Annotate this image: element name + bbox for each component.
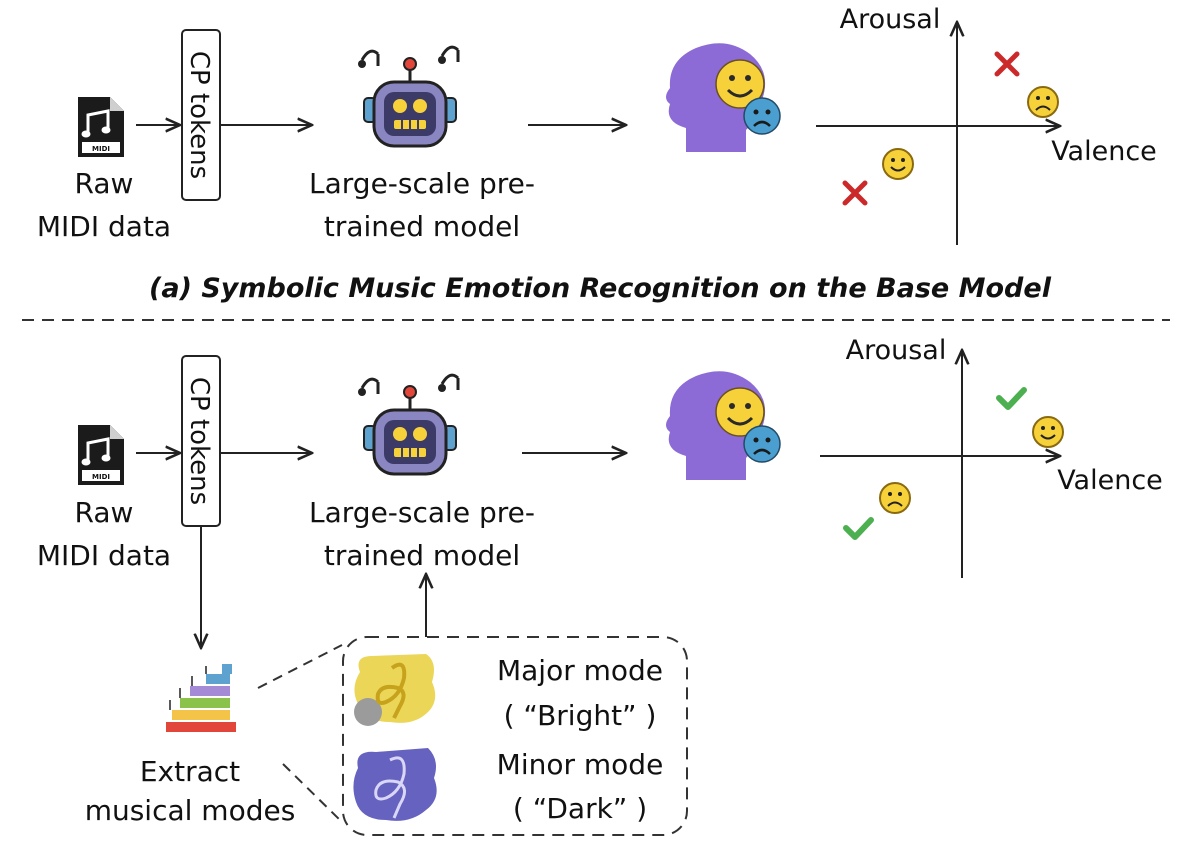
minor-mode-label: Minor mode <box>497 748 664 781</box>
head-emotion-icon <box>664 369 782 482</box>
staircase-icon <box>166 664 236 732</box>
major-mode-icon <box>354 654 436 726</box>
input-label: MIDI data <box>37 210 171 243</box>
model-label: trained model <box>324 210 520 243</box>
axis-label-x: Valence <box>1051 136 1157 167</box>
token-box <box>181 29 221 201</box>
sad-face-icon <box>1027 86 1059 118</box>
token-label: CP tokens <box>184 377 214 505</box>
minor-mode-icon <box>353 748 437 821</box>
midi-file-badge: MIDI <box>92 473 110 481</box>
head-emotion-icon <box>664 41 782 154</box>
zoom-line <box>282 763 343 823</box>
check-icon <box>999 390 1024 407</box>
input-label: Raw <box>75 496 134 529</box>
cross-icon <box>997 54 1017 74</box>
axis-label-x: Valence <box>1057 465 1163 496</box>
emotion-plane: Arousal Valence <box>820 335 1163 578</box>
zoom-line <box>257 644 343 689</box>
extract-label: musical modes <box>85 794 296 827</box>
major-mode-label: Major mode <box>497 654 663 687</box>
axis-label-y: Arousal <box>846 335 947 366</box>
check-icon <box>846 520 871 537</box>
panel-a: MIDI Raw MIDI data CP tokens Large-scale… <box>37 4 1157 245</box>
model-label: Large-scale pre- <box>309 167 535 200</box>
minor-mode-label: ( “Dark” ) <box>513 792 647 825</box>
axis-label-y: Arousal <box>840 4 941 35</box>
robot-icon <box>356 373 460 476</box>
happy-face-icon <box>882 148 914 180</box>
model-label: trained model <box>324 539 520 572</box>
model-label: Large-scale pre- <box>309 496 535 529</box>
extract-label: Extract <box>140 755 240 788</box>
mode-box <box>342 636 688 836</box>
midi-file-badge: MIDI <box>92 145 110 153</box>
input-label: Raw <box>75 167 134 200</box>
emotion-plane: Arousal Valence <box>816 4 1157 245</box>
sad-face-icon <box>879 482 911 514</box>
token-label: CP tokens <box>184 51 214 179</box>
caption-a: (a) Symbolic Music Emotion Recognition o… <box>149 273 1052 304</box>
happy-face-icon <box>1032 416 1064 448</box>
panel-b: MIDI Raw MIDI data CP tokens Large-scale… <box>37 335 1163 836</box>
major-mode-label: ( “Bright” ) <box>504 699 657 732</box>
input-label: MIDI data <box>37 539 171 572</box>
robot-icon <box>356 45 460 148</box>
cross-icon <box>845 183 865 203</box>
